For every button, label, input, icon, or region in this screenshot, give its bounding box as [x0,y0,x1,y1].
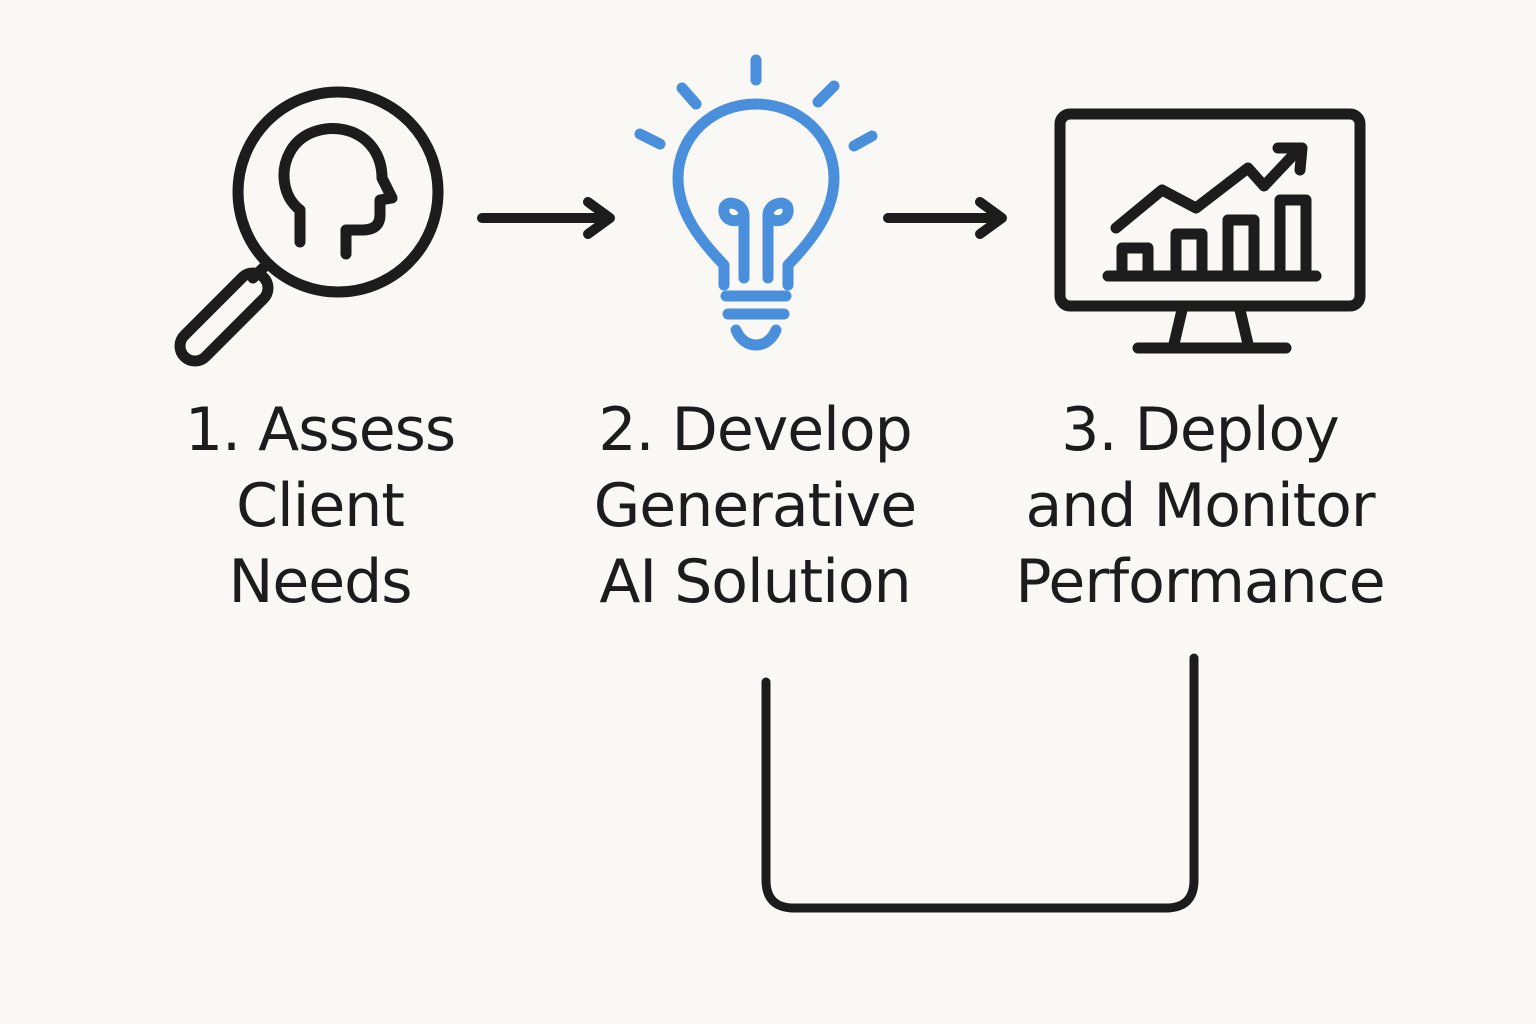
step-3-label-line: Performance [1015,547,1385,617]
step-1-label: 1. Assess Client Needs [140,392,500,620]
step-2-label: 2. Develop Generative AI Solution [560,392,950,620]
chart-bar [1222,214,1260,282]
light-ray [848,130,878,152]
step-2-label-line: AI Solution [599,547,911,617]
chart-bar [1274,194,1312,282]
lightbulb-icon [634,54,878,351]
step-2-label-line: 2. Develop [598,395,912,465]
magnifier-lens [232,86,444,298]
bulb-glass [672,98,840,291]
magnifier-head-icon [174,86,444,367]
bulb-filament [718,197,794,284]
head-profile [278,123,398,260]
step-3-label-line: 3. Deploy [1061,395,1339,465]
step-3-label-line: and Monitor [1025,471,1375,541]
monitor-screen [1054,108,1366,312]
feedback-loop-connector [761,653,1199,913]
trend-arrowhead [1272,142,1308,176]
light-ray [634,128,666,150]
step-2-label-line: Generative [593,471,917,541]
arrow-2-to-3 [883,197,1007,239]
chart-bar [1116,242,1154,282]
light-ray [812,80,840,108]
step-1-label-line: Client [236,471,405,541]
bulb-tip [730,324,782,351]
arrow-1-to-2 [477,197,615,239]
step-3-label: 3. Deploy and Monitor Performance [1000,392,1400,620]
monitor-chart-icon [1054,108,1366,354]
step-1-label-line: 1. Assess [184,395,456,465]
step-1-label-line: Needs [228,547,412,617]
chart-bar [1170,228,1208,282]
light-ray [676,82,702,110]
trend-line [1110,144,1304,234]
magnifier-handle [174,267,274,367]
monitor-stand [1168,304,1254,350]
